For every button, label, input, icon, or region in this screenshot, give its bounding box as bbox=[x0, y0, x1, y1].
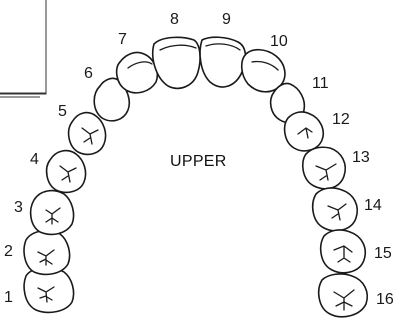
tooth-number-16: 16 bbox=[376, 291, 394, 308]
tooth-16 bbox=[317, 273, 368, 318]
tooth-number-11: 11 bbox=[312, 75, 329, 92]
tooth-3-fissure bbox=[45, 207, 61, 225]
tooth-3 bbox=[29, 189, 75, 236]
tooth-14-fissure bbox=[327, 203, 347, 221]
tooth-4-fissure bbox=[59, 165, 77, 183]
tooth-8-edge bbox=[159, 44, 197, 51]
tooth-8 bbox=[152, 36, 201, 90]
tooth-13-fissure bbox=[315, 163, 337, 181]
arch-label: UPPER bbox=[170, 153, 227, 170]
tooth-number-8: 8 bbox=[170, 11, 179, 28]
tooth-12 bbox=[283, 111, 325, 152]
tooth-number-10: 10 bbox=[270, 33, 288, 50]
tooth-10 bbox=[240, 48, 286, 93]
tooth-number-9: 9 bbox=[222, 11, 231, 28]
tooth-12-fissure bbox=[297, 127, 313, 139]
tooth-13 bbox=[301, 146, 346, 190]
tooth-7-edge bbox=[127, 61, 153, 69]
tooth-number-15: 15 bbox=[374, 245, 392, 262]
tooth-number-2: 2 bbox=[4, 243, 13, 260]
tooth-9-edge bbox=[205, 43, 241, 51]
tooth-7 bbox=[115, 51, 159, 94]
tooth-5-fissure bbox=[81, 127, 99, 145]
tooth-number-1: 1 bbox=[4, 289, 13, 306]
tooth-number-4: 4 bbox=[30, 151, 39, 168]
tooth-15-fissure bbox=[333, 245, 353, 263]
tooth-6 bbox=[93, 77, 131, 122]
tooth-16-fissure bbox=[333, 289, 355, 311]
tooth-2-fissure bbox=[37, 249, 55, 266]
tooth-2 bbox=[23, 229, 71, 276]
tooth-10-edge bbox=[251, 60, 279, 71]
tooth-number-6: 6 bbox=[84, 65, 93, 82]
corner-box bbox=[0, 0, 47, 98]
tooth-5 bbox=[67, 111, 107, 156]
tooth-4 bbox=[45, 149, 87, 194]
tooth-number-12: 12 bbox=[332, 111, 350, 128]
tooth-number-3: 3 bbox=[14, 199, 23, 216]
tooth-number-5: 5 bbox=[58, 103, 67, 120]
tooth-1-fissure bbox=[37, 286, 55, 303]
tooth-15 bbox=[319, 229, 366, 274]
tooth-number-13: 13 bbox=[352, 149, 370, 166]
tooth-number-14: 14 bbox=[364, 197, 382, 214]
tooth-number-7: 7 bbox=[118, 31, 127, 48]
